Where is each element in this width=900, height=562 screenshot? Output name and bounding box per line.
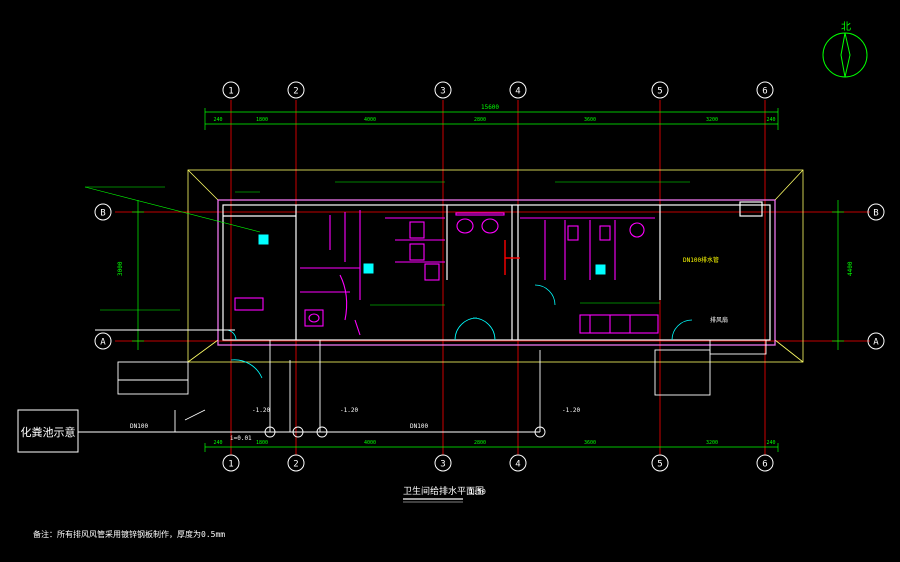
axis-label: 3 bbox=[440, 460, 445, 470]
drawing-note: 备注：所有排风风管采用镀锌钢板制作，厚度为0.5mm bbox=[33, 529, 225, 539]
bottom-dimension-segments: 240 1800 4000 2800 3600 3200 240 bbox=[213, 440, 775, 446]
left-axis-bubbles: BA bbox=[94, 203, 112, 350]
axis-bubble bbox=[434, 454, 452, 472]
dimension-segment: 3200 bbox=[706, 440, 718, 446]
leader-lines bbox=[84, 181, 690, 311]
axis-bubble bbox=[94, 203, 112, 221]
top-axis-bubbles: 1 2 3 4 5 6 bbox=[222, 81, 774, 99]
pipe-slope: i=0.01 bbox=[230, 435, 252, 442]
top-dimension-segments: 240 1800 4000 2800 3600 3200 240 bbox=[213, 117, 775, 123]
exhaust-fans bbox=[258, 234, 606, 275]
dimension-segment: 1800 bbox=[256, 117, 268, 123]
axis-label: A bbox=[873, 338, 879, 348]
axis-bubble bbox=[509, 81, 527, 99]
elevation-1: -1.20 bbox=[252, 407, 270, 414]
axis-label: 2 bbox=[293, 460, 298, 470]
elevation-2: -1.20 bbox=[340, 407, 358, 414]
dimension-segment: 240 bbox=[213, 440, 222, 446]
external-network-label: 化粪池示意 bbox=[21, 425, 76, 439]
dimension-segment: 240 bbox=[766, 440, 775, 446]
axis-label: 1 bbox=[228, 460, 233, 470]
axis-bubble bbox=[287, 81, 305, 99]
dimension-segment: 4000 bbox=[364, 117, 376, 123]
drainage-pipes bbox=[78, 329, 767, 438]
axis-bubble bbox=[756, 454, 774, 472]
side-dimension-lines bbox=[132, 200, 844, 350]
dimension-segment: 3200 bbox=[706, 117, 718, 123]
axis-bubble bbox=[651, 81, 669, 99]
axis-bubble bbox=[94, 332, 112, 350]
axis-bubble bbox=[651, 454, 669, 472]
yellow-note: DN100排水管 bbox=[683, 256, 719, 264]
right-axis-bubbles: BA bbox=[867, 203, 885, 350]
drawing-title-block: 卫生间给排水平面图 1:50 bbox=[403, 485, 486, 503]
drawing-title: 卫生间给排水平面图 bbox=[403, 485, 484, 497]
axis-bubble bbox=[222, 81, 240, 99]
pipe-label-2: DN100 bbox=[410, 423, 428, 430]
axis-label: 2 bbox=[293, 87, 298, 97]
axis-label: B bbox=[873, 209, 878, 219]
axis-label: 4 bbox=[515, 460, 520, 470]
axis-label: B bbox=[100, 209, 105, 219]
axis-bubble bbox=[756, 81, 774, 99]
elevation-3: -1.20 bbox=[562, 407, 580, 414]
dimension-segment: 2800 bbox=[474, 117, 486, 123]
axis-label: 5 bbox=[657, 87, 662, 97]
drawing-scale: 1:50 bbox=[469, 488, 486, 496]
axis-bubble bbox=[287, 454, 305, 472]
dimension-segment: 2800 bbox=[474, 440, 486, 446]
axis-label: 5 bbox=[657, 460, 662, 470]
axis-label: 3 bbox=[440, 87, 445, 97]
axis-bubble bbox=[867, 332, 885, 350]
axis-label: 4 bbox=[515, 87, 520, 97]
axis-bubble bbox=[867, 203, 885, 221]
roof-outline bbox=[187, 169, 804, 363]
bottom-dimension-lines bbox=[204, 443, 779, 452]
sanitary-fixtures bbox=[217, 199, 776, 346]
axis-bubble bbox=[509, 454, 527, 472]
top-total-dimension: 15600 bbox=[481, 104, 499, 111]
north-label: 北 bbox=[841, 21, 851, 33]
pipe-label-1: DN100 bbox=[130, 423, 148, 430]
room-note: 排风扇 bbox=[710, 316, 728, 324]
axis-label: 1 bbox=[228, 87, 233, 97]
north-arrow: 北 bbox=[822, 21, 868, 78]
dimension-segment: 240 bbox=[213, 117, 222, 123]
dimension-segment: 3600 bbox=[584, 440, 596, 446]
axis-label: 6 bbox=[762, 460, 767, 470]
axis-bubble bbox=[434, 81, 452, 99]
dimension-segment: 3600 bbox=[584, 117, 596, 123]
bottom-axis-bubbles: 1 2 3 4 5 6 bbox=[222, 454, 774, 472]
dimension-segment: 240 bbox=[766, 117, 775, 123]
external-network-box: 化粪池示意 bbox=[17, 409, 79, 453]
axis-label: A bbox=[100, 338, 106, 348]
dimension-segment: 1800 bbox=[256, 440, 268, 446]
drain-risers bbox=[504, 240, 520, 275]
dimension-segment: 4000 bbox=[364, 440, 376, 446]
top-dimension-lines bbox=[204, 108, 779, 130]
left-dimension: 3000 bbox=[117, 261, 124, 276]
axis-bubble bbox=[222, 454, 240, 472]
right-dimension: 4400 bbox=[847, 261, 854, 276]
axis-label: 6 bbox=[762, 87, 767, 97]
